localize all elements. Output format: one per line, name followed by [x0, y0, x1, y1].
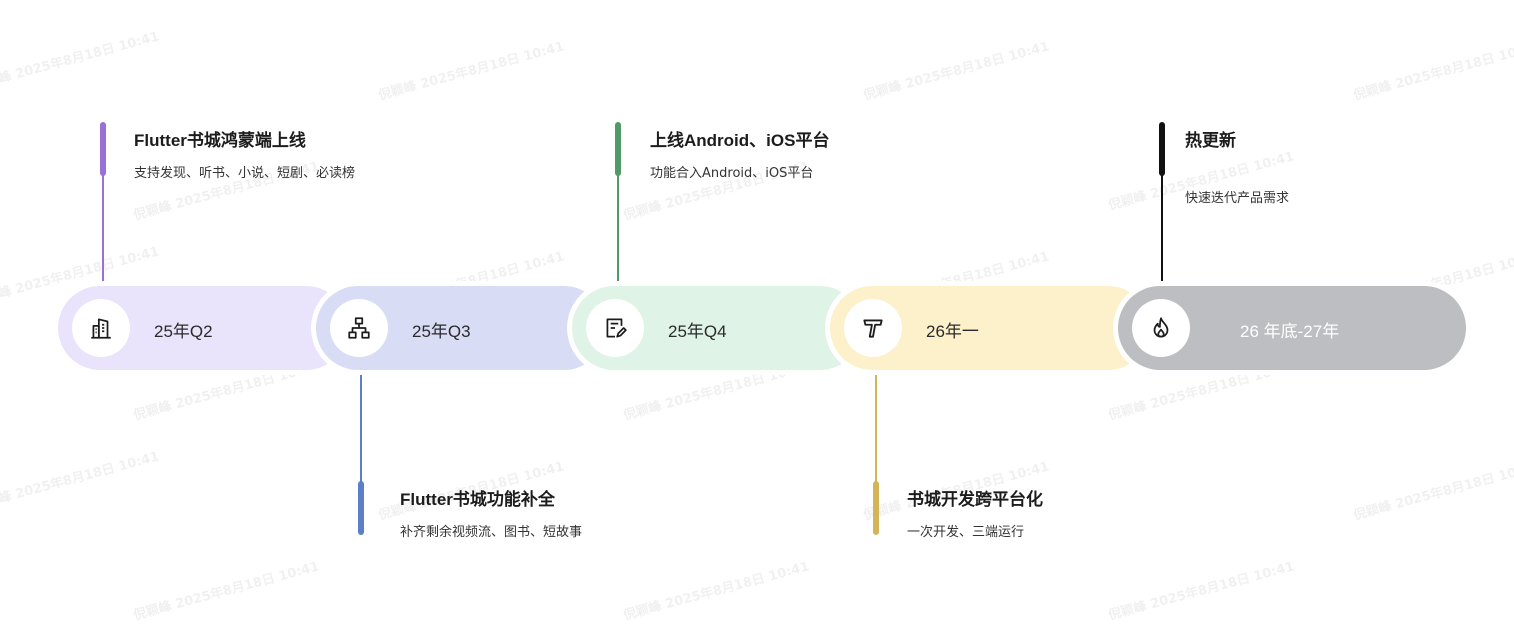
stage-2-connector	[360, 366, 362, 506]
building-icon	[91, 318, 111, 339]
stage-1-segment: 25年Q2	[58, 286, 348, 370]
stage-5-description: 快速迭代产品需求	[1185, 191, 1290, 206]
stage-3-description: 功能合入Android、iOS平台	[650, 166, 814, 181]
stage-3-marker	[615, 122, 621, 176]
stage-4-note: 书城开发跨平台化 一次开发、三端运行	[907, 485, 1167, 543]
stage-1-icon-badge	[72, 299, 130, 357]
edit-document-icon	[606, 318, 627, 338]
stage-2-title: Flutter书城功能补全	[400, 490, 555, 509]
stage-3-icon-badge	[586, 299, 644, 357]
stage-2-icon-badge	[330, 299, 388, 357]
stage-2-segment: 25年Q3	[316, 286, 606, 370]
stage-1-title: Flutter书城鸿蒙端上线	[134, 131, 306, 150]
stage-5-connector	[1161, 150, 1163, 290]
stage-1-connector	[102, 150, 104, 290]
stage-3-segment: 25年Q4	[572, 286, 862, 370]
text-tool-icon	[863, 319, 883, 338]
stage-5-title: 热更新	[1185, 131, 1236, 150]
stage-3-connector	[617, 150, 619, 290]
stage-2-marker	[358, 481, 364, 535]
stage-4-title: 书城开发跨平台化	[907, 490, 1043, 509]
stage-1-description: 支持发现、听书、小说、短剧、必读榜	[134, 166, 356, 181]
stage-5-segment: 26 年底-27年	[1118, 286, 1466, 370]
stage-5-icon-badge	[1132, 299, 1190, 357]
stage-4-marker	[873, 481, 879, 535]
stage-4-segment: 26年一	[830, 286, 1150, 370]
stage-4-label: 26年一	[926, 322, 979, 341]
stage-1-label: 25年Q2	[154, 322, 213, 341]
stage-2-description: 补齐剩余视频流、图书、短故事	[400, 525, 583, 540]
stage-1-note: Flutter书城鸿蒙端上线 支持发现、听书、小说、短剧、必读榜	[134, 126, 434, 184]
hierarchy-icon	[348, 317, 370, 339]
stage-5-note: 热更新 快速迭代产品需求	[1185, 126, 1445, 209]
flame-icon	[1153, 317, 1169, 338]
stage-2-label: 25年Q3	[412, 322, 471, 341]
stage-3-label: 25年Q4	[668, 322, 727, 341]
stage-3-title: 上线Android、iOS平台	[650, 131, 830, 150]
stage-4-connector	[875, 366, 877, 506]
stage-3-note: 上线Android、iOS平台 功能合入Android、iOS平台	[650, 126, 950, 184]
stage-4-icon-badge	[844, 299, 902, 357]
stage-2-note: Flutter书城功能补全 补齐剩余视频流、图书、短故事	[400, 485, 590, 543]
stage-5-marker	[1159, 122, 1165, 176]
stage-1-marker	[100, 122, 106, 176]
stage-4-description: 一次开发、三端运行	[907, 525, 1025, 540]
stage-5-label: 26 年底-27年	[1240, 322, 1340, 341]
